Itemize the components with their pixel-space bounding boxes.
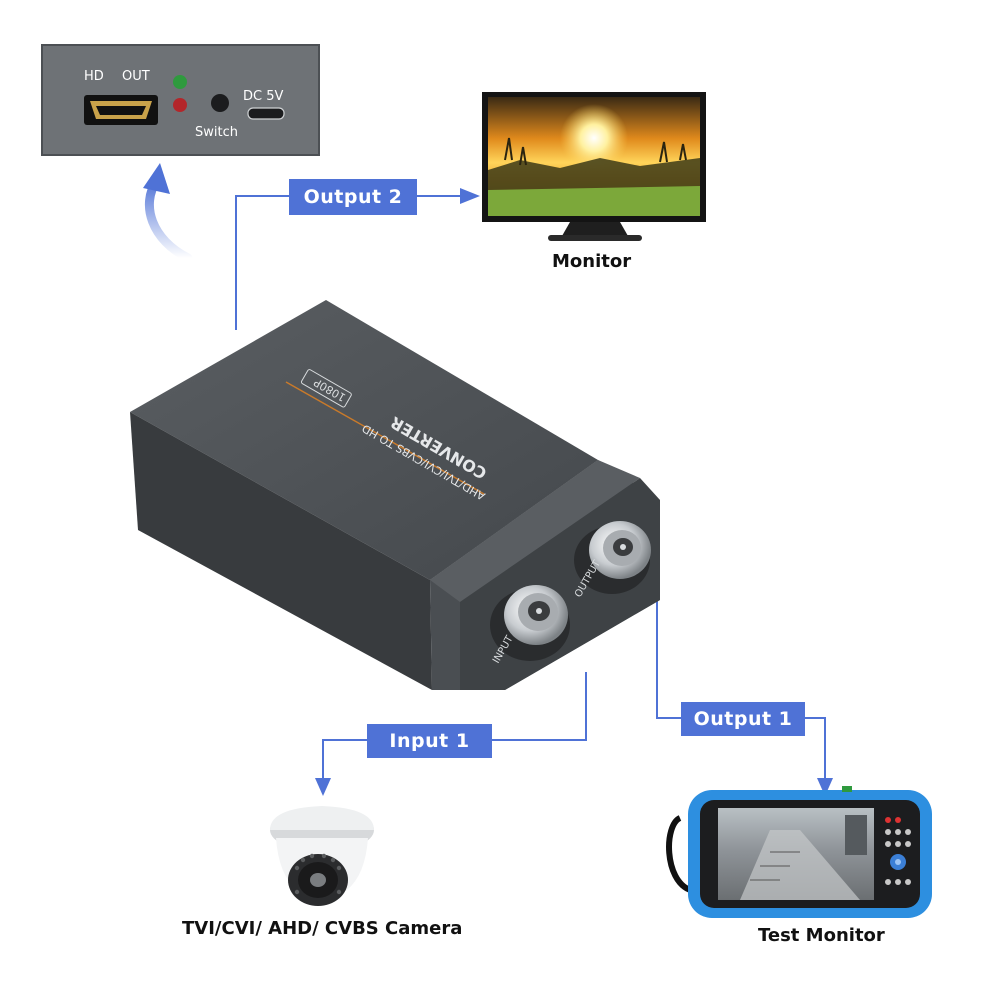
dome-camera-icon [270, 806, 374, 906]
dc-label: DC 5V [243, 89, 283, 104]
output1-label: Output 1 [681, 702, 805, 736]
green-led-icon [173, 75, 187, 89]
micro-usb-port-icon [247, 107, 285, 120]
monitor-caption: Monitor [552, 251, 632, 272]
input-bnc-connector-icon [490, 585, 570, 661]
converter-device: 1080P CONVERTER AHD/TVI/CVI/CVBS TO HD I… [130, 300, 660, 690]
camera-caption: TVI/CVI/ AHD/ CVBS Camera [182, 918, 463, 939]
test-monitor-icon [666, 786, 932, 918]
output2-connection-line [235, 195, 462, 330]
hd-label: HD [84, 69, 104, 84]
output2-label: Output 2 [289, 179, 417, 215]
output1-connection-line [656, 600, 826, 778]
output2-arrowhead [460, 188, 480, 204]
monitor-icon [482, 92, 706, 241]
input1-connection-line [322, 672, 587, 780]
switch-label: Switch [195, 125, 238, 140]
input1-arrowhead [315, 778, 331, 796]
red-led-icon [173, 98, 187, 112]
output-bnc-connector-icon [574, 521, 651, 594]
hdmi-side-panel: HD OUT Switch DC 5V [41, 44, 320, 156]
curved-up-arrow-icon [143, 163, 193, 263]
test-monitor-caption: Test Monitor [758, 925, 885, 946]
switch-button [211, 94, 229, 112]
input1-label: Input 1 [367, 724, 492, 758]
out-label: OUT [122, 69, 150, 84]
output1-arrowhead [817, 778, 833, 796]
